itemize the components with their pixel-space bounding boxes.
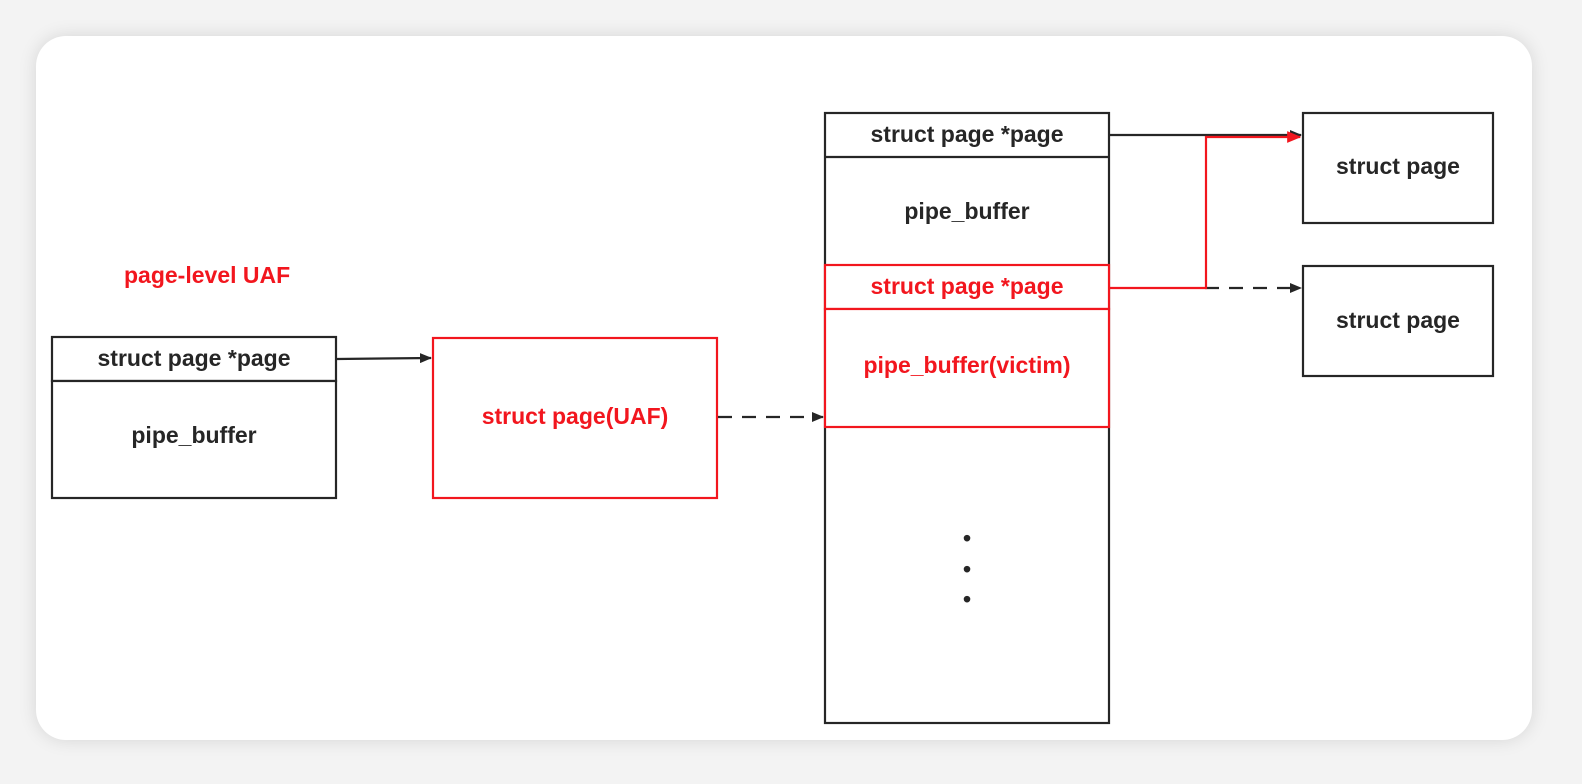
target-page-top: struct page [1301,111,1495,225]
target-page-top-box [1301,111,1495,225]
target-page-bottom: struct page [1301,264,1495,378]
uaf-page: struct page(UAF) [431,336,719,500]
uaf-page-box [431,336,719,500]
victim-page-field-label: struct page *page [871,273,1064,299]
ellipsis-dot-2: • [963,556,971,582]
ellipsis-dot-1: • [963,525,971,551]
left-page-field-label: struct page *page [98,345,291,371]
victim-hijacked-page-arrow [1109,131,1302,290]
target-page-top-label: struct page [1336,153,1460,179]
uaf-page-label: struct page(UAF) [482,403,669,429]
left-pipe-buffer-label: pipe_buffer [131,422,256,448]
left-pipe-buffer-cell [50,379,338,500]
pipe-buffer-array: struct page *page pipe_buffer struct pag… [823,111,1111,725]
left-page-field-cell [50,335,338,383]
entry-1-page-field-label: struct page *page [871,121,1064,147]
victim-pipe-buffer-cell [823,307,1111,429]
left-page-pointer-arrow [336,353,432,364]
target-page-bottom-box [1301,264,1495,378]
entry-1-pipe-buffer-label: pipe_buffer [904,198,1029,224]
target-page-bottom-label: struct page [1336,307,1460,333]
left-pipe-buffer: struct page *page pipe_buffer [50,335,338,500]
diagram-title: page-level UAF [124,262,290,288]
victim-pipe-buffer-label: pipe_buffer(victim) [863,352,1070,378]
ellipsis-dot-3: • [963,586,971,612]
